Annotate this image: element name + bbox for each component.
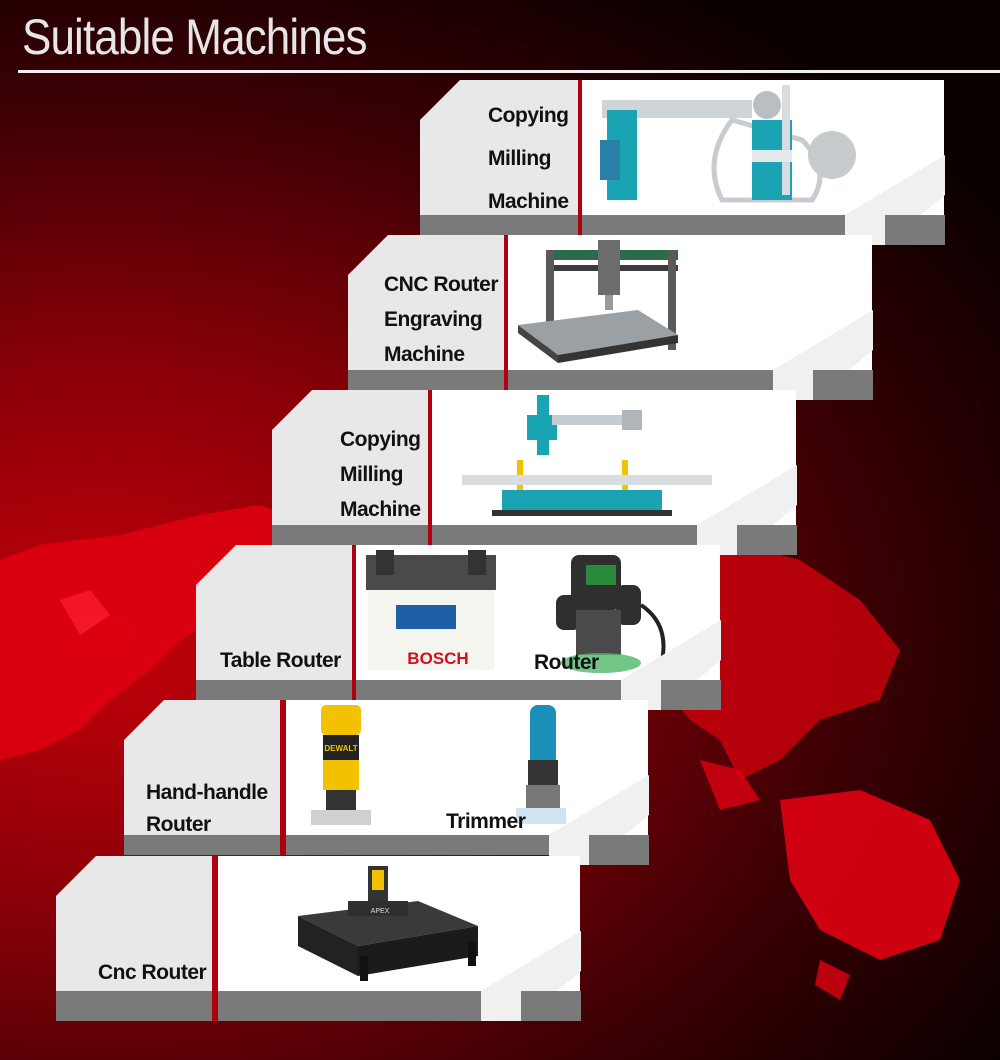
step-1-label-panel: Copying Milling Machine [420,80,578,215]
step-3-base [432,525,722,545]
step-divider [280,700,286,855]
step-2-label-panel: CNC Router Engraving Machine [348,235,504,370]
step-3-label-line: Machine [340,498,421,521]
hand-router-icon: DEWALT [311,705,371,825]
page-title: Suitable Machines [22,9,367,65]
step-divider [212,856,218,1021]
trimmer-icon [516,705,566,824]
step-3-label-line: Copying [340,428,421,451]
step-1-stair [845,155,945,245]
step-6-label-line: Cnc Router [98,961,207,984]
cnc-router-engraver-icon [518,240,678,363]
step-4-base [196,680,352,700]
step-4-label-line: Table Router [220,649,341,672]
step-5-base [286,835,574,855]
step-5-label-panel: Hand-handle Router [124,700,280,835]
step-2-base [508,370,798,390]
title-underline [18,70,1000,73]
step-divider [428,390,432,545]
step-1-base [582,215,872,235]
step-3: Copying Milling Machine [272,390,797,560]
copying-milling-machine-icon [462,395,712,516]
step-4-label-panel: Table Router [196,545,352,680]
step-6-base [218,991,508,1021]
step-divider [504,235,508,390]
step-4: Table Router BOSCH Router [196,545,721,715]
step-3-stair [697,465,797,555]
trimmer-caption: Trimmer [446,810,526,833]
step-2-stair [773,310,873,400]
step-6-label-panel: Cnc Router [56,856,212,991]
step-6: Cnc Router APEX [56,856,581,1026]
step-3-label-panel: Copying Milling Machine [272,390,428,525]
step-2: CNC Router Engraving Machine [348,235,873,405]
step-2-label-line: Machine [384,343,465,366]
step-5-base [124,835,280,855]
step-4-photo-panel: BOSCH Router [356,545,720,680]
table-router-icon: BOSCH [366,550,496,670]
step-divider [352,545,356,700]
brand-logo: DEWALT [324,744,357,753]
brand-logo: BOSCH [407,649,468,668]
step-3-base [272,525,428,545]
step-1-label-line: Machine [488,190,569,213]
step-4-stair [621,620,721,710]
copying-milling-machine-icon [600,85,856,203]
step-4-base [356,680,646,700]
step-1-base [420,215,578,235]
step-5-stair [549,775,649,865]
step-5-label-line: Router [146,813,211,836]
step-divider [578,80,582,235]
step-5: Hand-handle Router DEWALT Trimmer [124,700,649,870]
cnc-router-table-icon: APEX [298,866,478,981]
step-2-label-line: Engraving [384,308,483,331]
step-1-label-line: Milling [488,147,552,170]
step-6-stair [481,931,581,1021]
step-2-label-line: CNC Router [384,273,499,296]
step-1-label-line: Copying [488,104,569,127]
brand-logo: APEX [371,908,390,915]
step-2-base [348,370,504,390]
step-1: Copying Milling Machine [420,80,945,250]
step-3-label-line: Milling [340,463,404,486]
router-caption: Router [534,651,599,674]
step-5-label-line: Hand-handle [146,781,268,804]
step-6-base [56,991,212,1021]
